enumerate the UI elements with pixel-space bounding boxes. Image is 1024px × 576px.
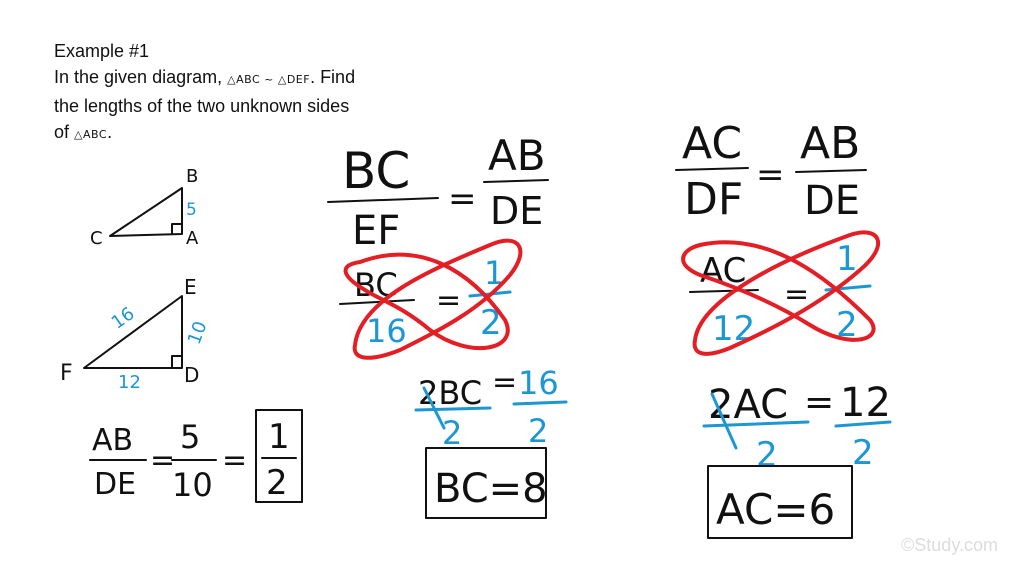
bc-fraction-bar [327,197,439,203]
ac-cross-equals: = [784,277,809,312]
bc-cross-numerator-1: 1 [484,254,504,292]
problem-line-1-end: . Find [310,67,356,87]
ac-denominator-de: DE [804,178,860,224]
triangle-def-outline [83,295,183,369]
ratio-denominator-de: DE [94,467,136,502]
ac-numerator: AC [682,118,742,169]
ac-step-right: 12 [840,380,891,426]
bc-cross-multiplication: BC 16 = 1 2 [339,238,523,360]
ac-cross-multiplication: AC 12 = 1 2 [681,230,881,356]
bc-step-right-den: 2 [528,412,548,450]
ac-denominator-df: DF [684,174,743,225]
triangle-abc-name: △ABC [74,128,108,141]
problem-line-3-end: . [107,122,113,142]
bc-step-left: 2BC [418,374,482,412]
problem-line-1: In the given diagram, △ABC ~ △DEF. Find [54,64,414,93]
bc-step-fraction-bar-left [414,406,492,412]
problem-statement: Example #1 In the given diagram, △ABC ~ … [54,38,414,148]
problem-line-1-start: In the given diagram, [54,67,223,87]
bc-answer: BC=8 [434,466,548,512]
similarity-statement: △ABC ~ △DEF [227,73,311,86]
ratio-equals-1: = [150,443,175,478]
bc-cancel-slash [422,386,446,430]
ac-cancel-slash [710,392,738,450]
ratio-numerator-5: 5 [180,418,200,456]
ratio-answer-numerator: 1 [268,417,290,457]
scale-factor-equation: AB DE = 5 10 = 1 2 [89,409,303,504]
ac-step-fraction-bar-left [702,420,810,428]
problem-line-2: the lengths of the two unknown sides [54,96,350,116]
problem-line-3: of △ABC. [54,119,414,148]
ac-step-fraction-bar-right [834,420,892,428]
study-com-watermark: ©Study.com [901,535,998,555]
side-ed-length: 10 [184,319,212,348]
side-ab-length: 5 [186,200,197,220]
vertex-d-label: D [184,363,199,387]
bc-cross-denominator-2: 2 [480,303,502,343]
triangle-def: E F D 16 10 12 [60,275,211,393]
bc-numerator-ab: AB [488,131,546,180]
cross-multiply-loop-3 [681,240,876,342]
bc-fraction-bar-2 [483,179,549,183]
bc-step-left-den: 2 [442,414,462,452]
problem-line-3-start: of [54,122,70,142]
ratio-equals-2: = [222,443,247,478]
ac-fraction-bar [675,167,749,171]
bc-step-fraction-bar-right [512,400,568,406]
ac-equals: = [756,155,785,195]
bc-denominator-ef: EF [352,208,400,254]
triangle-abc: B C A 5 [90,166,199,249]
ac-step-left-den: 2 [756,435,778,475]
right-angle-mark-a [171,223,183,235]
ac-numerator-ab: AB [800,118,860,169]
vertex-e-label: E [184,275,197,299]
ac-answer: AC=6 [716,485,835,534]
bc-proportion: BC EF = AB DE [327,131,549,254]
ratio-denominator-10: 10 [172,466,213,504]
bc-step-equals: = [492,365,517,400]
ratio-answer-denominator: 2 [266,463,288,503]
bc-numerator: BC [342,142,410,200]
ac-cross-numerator-1: 1 [836,239,858,279]
ratio-numerator-ab: AB [92,423,133,458]
bc-equals: = [448,179,477,219]
cross-multiply-loop-2 [352,238,523,360]
ac-step-right-den: 2 [852,433,874,473]
bc-cross-fraction-bar [339,299,415,305]
cross-multiply-loop-1 [343,252,510,351]
ac-fraction-bar-2 [795,169,867,173]
triangle-abc-outline [109,187,183,237]
ac-proportion: AC DF = AB DE [675,118,867,225]
ratio-answer-box [255,409,303,503]
bc-cross-denominator-16: 16 [366,312,407,350]
vertex-c-label: C [90,228,103,249]
example-heading: Example #1 [54,41,150,61]
side-fd-length: 12 [118,372,141,393]
ac-step-equals: = [804,382,834,423]
vertex-a-label: A [186,228,199,249]
ac-step-left: 2AC [708,382,788,428]
ac-cross-denominator-2: 2 [836,305,858,345]
bc-denominator-de: DE [490,189,543,233]
right-angle-mark-d [171,355,183,369]
ac-cross-denominator-12: 12 [712,309,755,349]
bc-step-right: 16 [518,364,559,402]
ac-solving-steps: 2AC 2 = 12 2 AC=6 [702,380,892,539]
bc-cross-equals: = [436,283,461,318]
cross-multiply-loop-4 [692,230,881,356]
vertex-b-label: B [186,166,198,187]
bc-answer-box [425,447,547,519]
vertex-f-label: F [60,361,73,386]
ac-cross-fraction-bar [689,289,759,293]
ac-answer-box [707,465,853,539]
bc-solving-steps: 2BC 2 = 16 2 BC=8 [414,364,568,519]
side-ef-length: 16 [108,303,139,333]
